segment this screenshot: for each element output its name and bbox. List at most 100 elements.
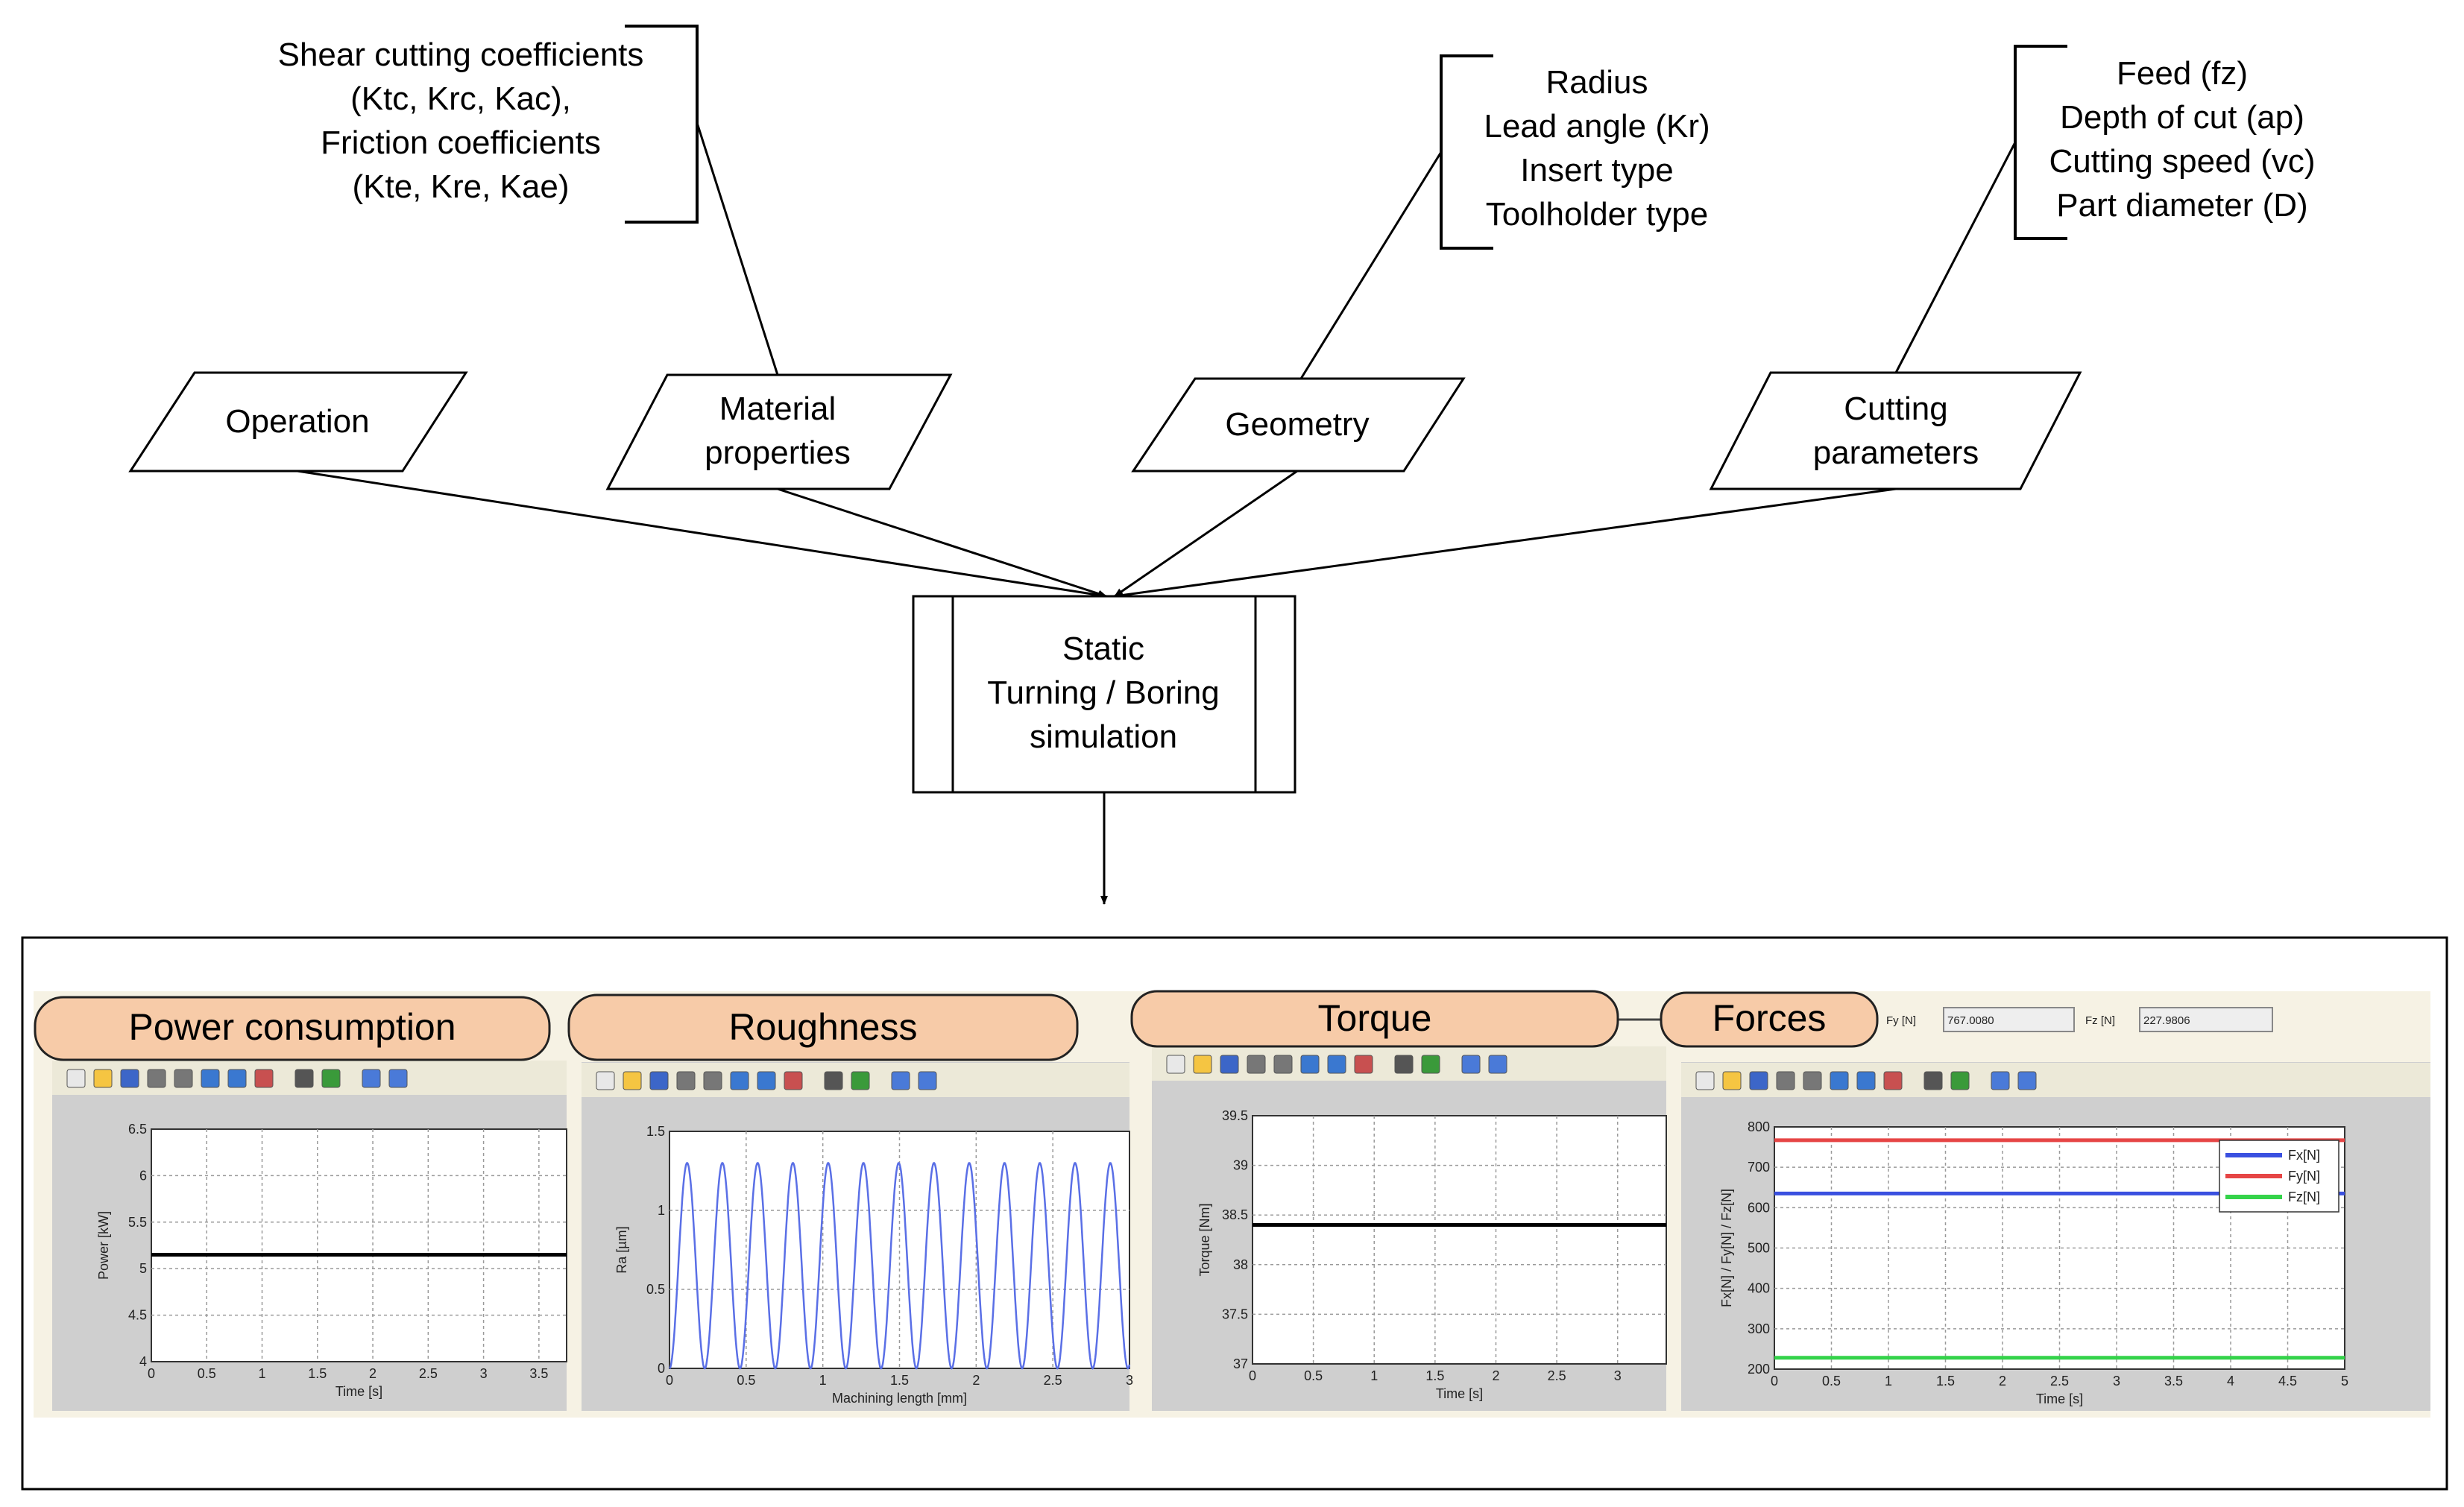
toolbar-icon-11[interactable] [362,1069,381,1088]
toolbar-icon-5[interactable] [1273,1055,1293,1074]
cutting-note-line-1: Feed (fz) [2117,55,2248,92]
toolbar-icon-11[interactable] [891,1071,910,1090]
toolbar-icon-6[interactable] [1830,1071,1849,1090]
toolbar-icon-5[interactable] [1803,1071,1822,1090]
material-note-line-2: (Ktc, Krc, Kac), [350,80,571,117]
forces-fields: Fy [N] 767.0080 Fz [N] 227.9806 [1886,1007,2273,1032]
material-note-line-1: Shear cutting coefficients [278,37,644,73]
toolbar-icon-12[interactable] [1488,1055,1507,1074]
x-tick-label: 2.5 [1548,1368,1566,1383]
tab-roughness[interactable]: Roughness [567,993,1079,1061]
y-tick-label: 39.5 [1222,1108,1248,1123]
tab-torque-label: Torque [1318,997,1432,1039]
material-shape [605,373,953,490]
fz-label: Fz [N] [2085,1014,2115,1027]
toolbar-icon-8[interactable] [1883,1071,1903,1090]
toolbar-icon-12[interactable] [918,1071,937,1090]
toolbar-icon-1[interactable] [1166,1055,1185,1074]
toolbar-icon-3[interactable] [1749,1071,1768,1090]
y-tick-label: 200 [1748,1362,1770,1377]
y-tick-label: 37.5 [1222,1307,1248,1321]
geometry-label: Geometry [1225,406,1369,443]
toolbar-icon-2[interactable] [623,1071,642,1090]
x-tick-label: 1.5 [1936,1374,1955,1388]
toolbar-icon-12[interactable] [388,1069,408,1088]
operation-label: Operation [225,403,369,440]
tab-torque-shape [1130,990,1619,1048]
toolbar-icon-7[interactable] [757,1071,776,1090]
x-axis-label: Time [s] [2036,1391,2083,1406]
plot-area [151,1128,567,1362]
cutting-note-line-3: Cutting speed (vc) [2049,143,2315,180]
toolbar-icon-1[interactable] [596,1071,615,1090]
series-line-1 [669,1162,1131,1370]
toolbar-icon-9[interactable] [294,1069,314,1088]
y-axis-label: Fx[N] / Fy[N] / Fz[N] [1719,1189,1734,1307]
toolbar-icon-10[interactable] [851,1071,870,1090]
x-tick-label: 3.5 [2164,1374,2183,1388]
y-tick-label: 38.5 [1222,1207,1248,1222]
tab-forces-shape [1660,991,1879,1048]
x-tick-label: 4 [2227,1374,2234,1388]
process-line-3: simulation [1030,718,1177,755]
y-tick-label: 5.5 [128,1215,147,1230]
x-tick-label: 2 [369,1366,376,1381]
toolbar-icon-11[interactable] [1991,1071,2010,1090]
process-line-2: Turning / Boring [987,674,1219,711]
toolbar-icon-3[interactable] [649,1071,669,1090]
material-label-line-2: properties [705,435,851,471]
toolbar-icon-11[interactable] [1461,1055,1481,1074]
toolbar-icon-12[interactable] [2017,1071,2037,1090]
toolbar-icon-9[interactable] [824,1071,843,1090]
toolbar-icon-4[interactable] [1776,1071,1795,1090]
y-tick-label: 1.5 [646,1124,665,1139]
toolbar-icon-4[interactable] [147,1069,166,1088]
toolbar-icon-2[interactable] [1722,1071,1742,1090]
tab-forces-label: Forces [1712,997,1827,1039]
tab-power-consumption[interactable]: Power consumption [34,996,551,1061]
toolbar-icon-6[interactable] [730,1071,749,1090]
geometry-leader-line [1299,151,1443,379]
toolbar-icon-4[interactable] [676,1071,696,1090]
toolbar-icon-1[interactable] [1695,1071,1715,1090]
x-tick-label: 0.5 [737,1373,755,1388]
toolbar-icon-7[interactable] [1856,1071,1876,1090]
toolbar-icon-2[interactable] [1193,1055,1212,1074]
toolbar-icon-8[interactable] [784,1071,803,1090]
toolbar-icon-5[interactable] [703,1071,722,1090]
tab-power-shape [34,996,551,1061]
x-tick-label: 0 [666,1373,673,1388]
toolbar-icon-8[interactable] [254,1069,274,1088]
toolbar-icon-2[interactable] [93,1069,113,1088]
toolbar-icon-7[interactable] [1327,1055,1346,1074]
toolbar-icon-6[interactable] [1300,1055,1320,1074]
y-axis-label: Torque [Nm] [1197,1203,1212,1276]
toolbar-icon-3[interactable] [120,1069,139,1088]
legend-entry: Fx[N] [2288,1148,2320,1163]
cutting-note-group: Feed (fz) Depth of cut (ap) Cutting spee… [2014,45,2316,240]
x-tick-label: 3.5 [529,1366,548,1381]
tab-forces[interactable]: Forces [1660,991,1879,1048]
toolbar-icon-6[interactable] [201,1069,220,1088]
x-tick-label: 2 [1492,1368,1499,1383]
y-tick-label: 1 [658,1203,665,1218]
fz-value: 227.9806 [2143,1014,2190,1027]
toolbar-icon-10[interactable] [321,1069,341,1088]
x-tick-label: 0 [1249,1368,1256,1383]
toolbar-icon-10[interactable] [1950,1071,1970,1090]
toolbar-icon-9[interactable] [1923,1071,1943,1090]
x-tick-label: 2 [972,1373,980,1388]
material-note-line-3: Friction coefficients [321,124,601,161]
toolbar-icon-1[interactable] [66,1069,86,1088]
toolbar-icon-3[interactable] [1220,1055,1239,1074]
toolbar-icon-4[interactable] [1247,1055,1266,1074]
toolbar-icon-7[interactable] [227,1069,247,1088]
toolbar-icon-5[interactable] [174,1069,193,1088]
toolbar-icon-9[interactable] [1394,1055,1414,1074]
x-tick-label: 1 [259,1366,266,1381]
toolbar-icon-10[interactable] [1421,1055,1440,1074]
tab-torque[interactable]: Torque [1130,990,1619,1048]
toolbar-icon-8[interactable] [1354,1055,1373,1074]
x-axis-label: Time [s] [1436,1386,1483,1401]
